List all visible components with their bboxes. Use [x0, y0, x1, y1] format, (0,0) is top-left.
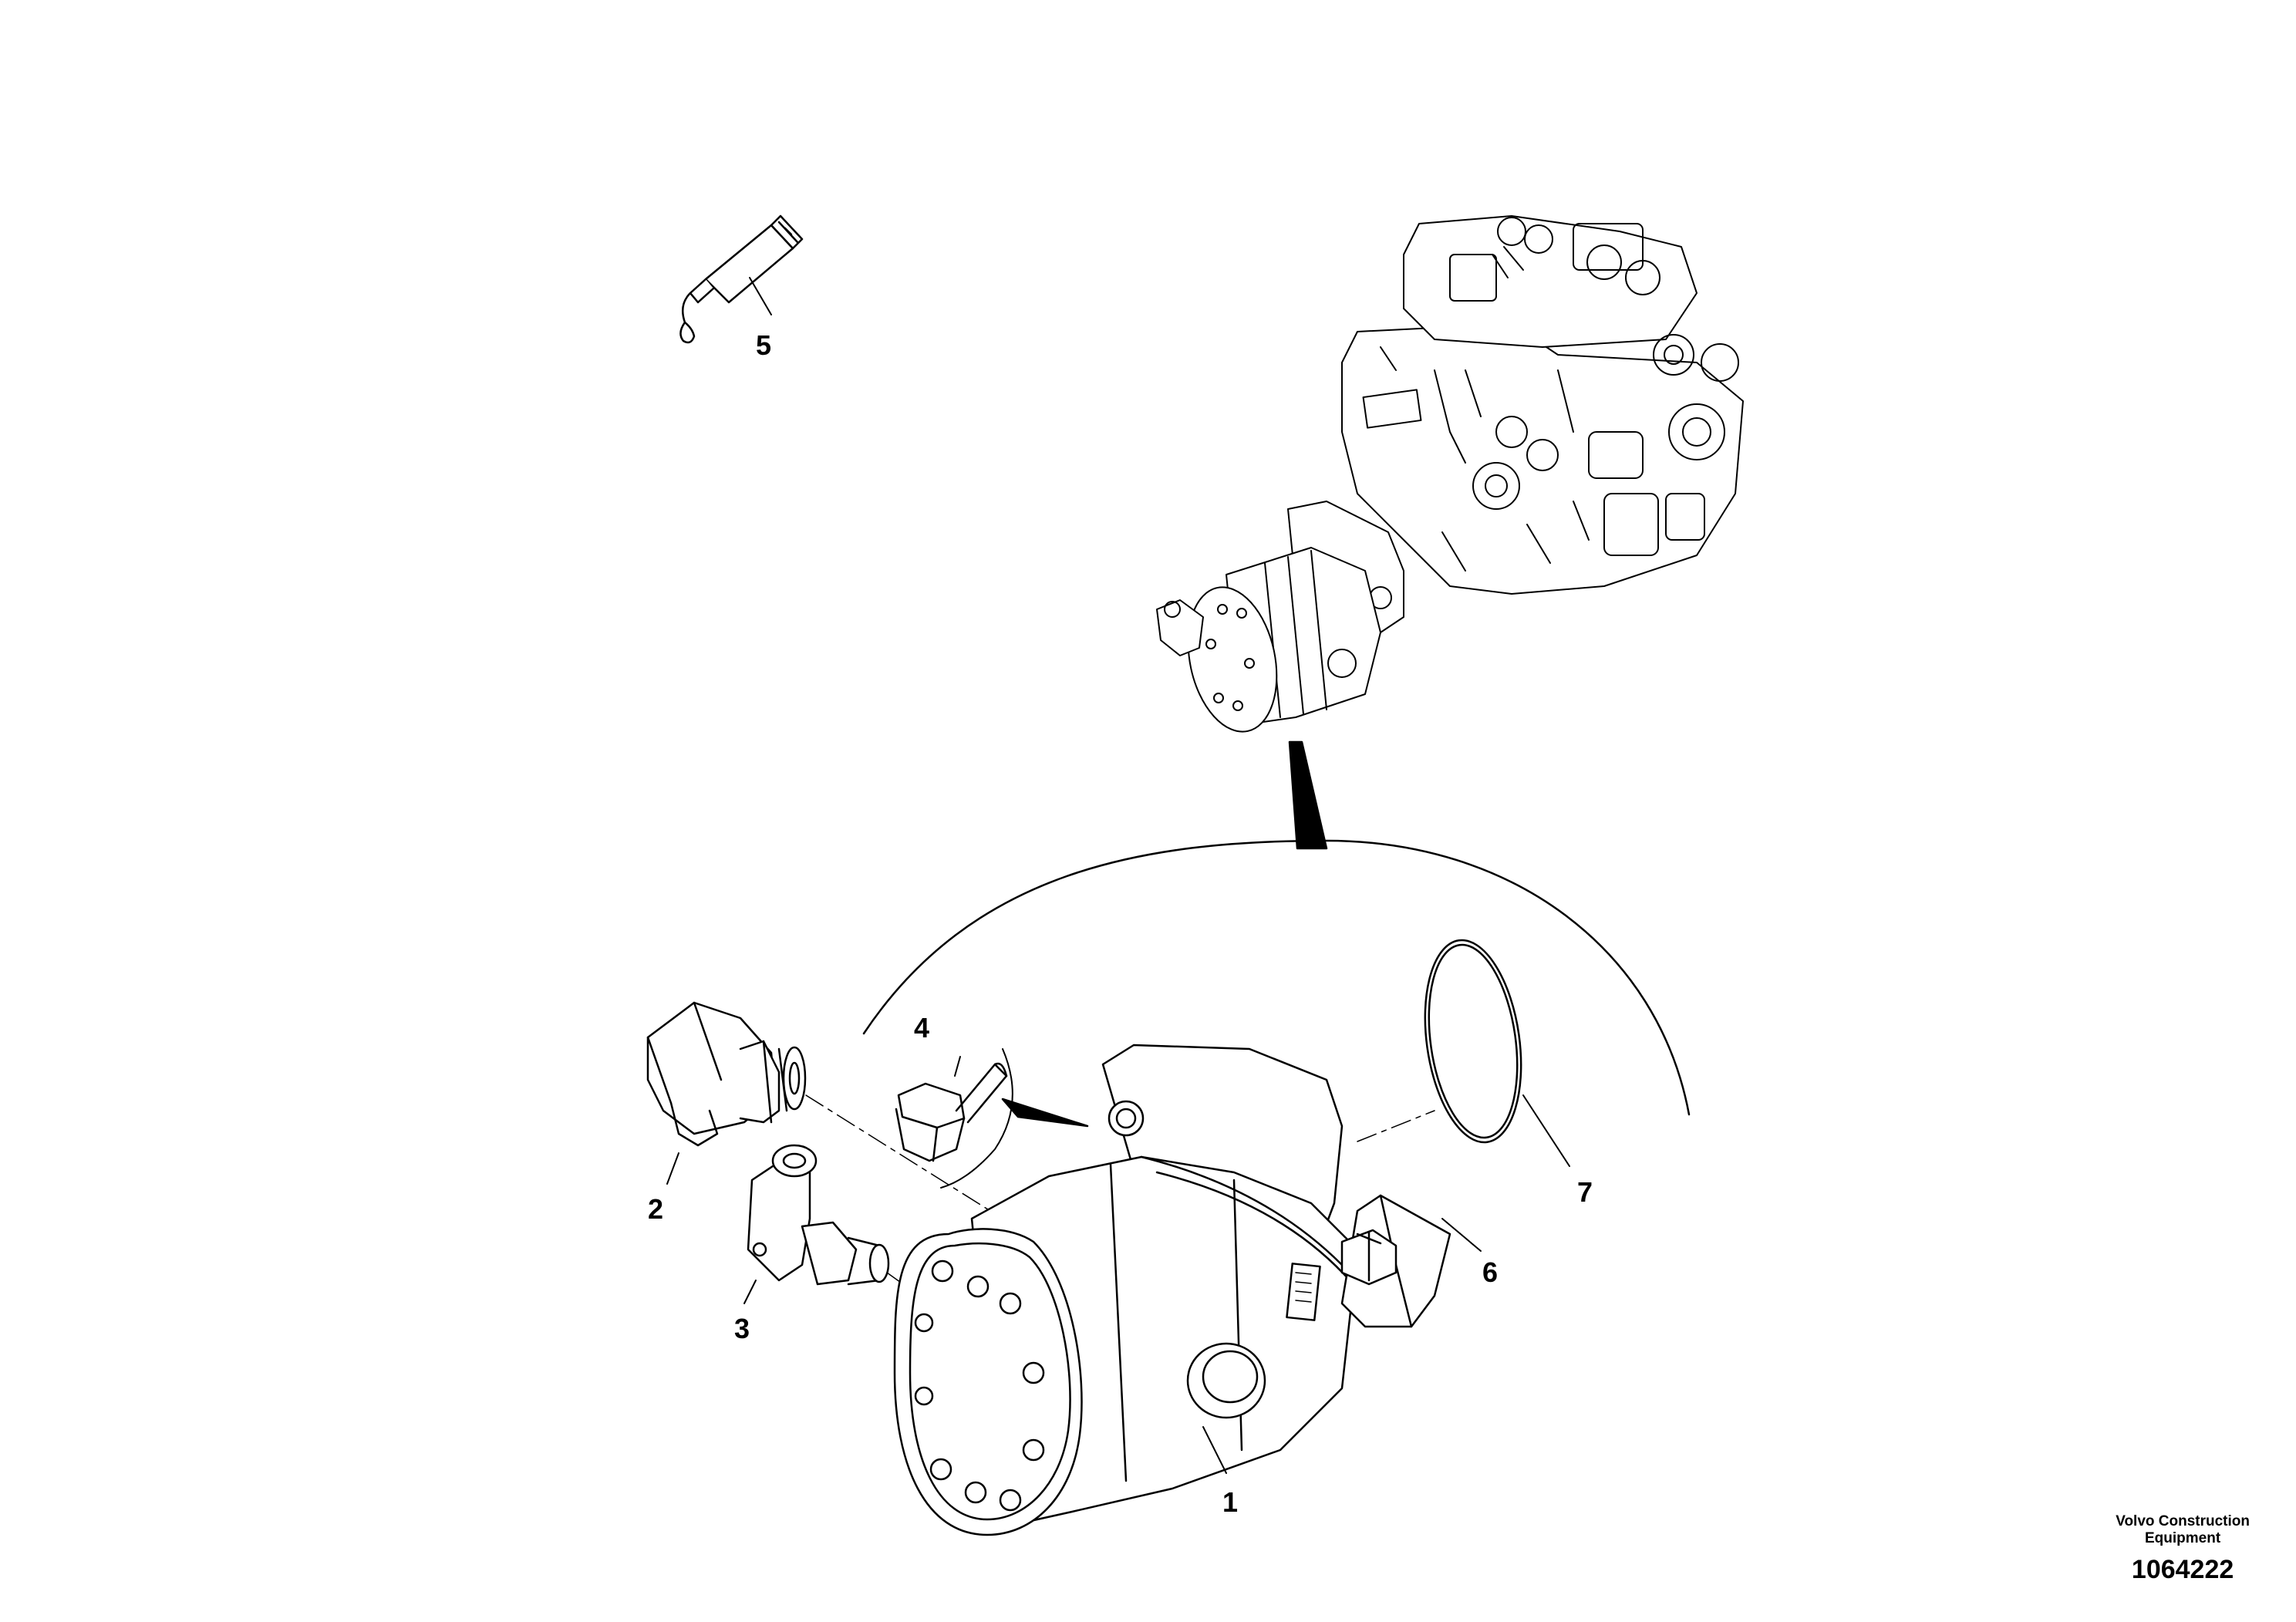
brand-line-2: Equipment	[2145, 1530, 2221, 1546]
detail-pointer	[1288, 740, 1328, 850]
assembly-centerline-7	[1357, 1110, 1435, 1142]
callout-4: 4	[914, 1012, 929, 1044]
flange-bolt-icon	[895, 1048, 1089, 1189]
elbow-fitting-icon-2	[646, 1001, 807, 1185]
o-ring-icon	[1424, 939, 1570, 1167]
callout-6: 6	[1482, 1256, 1498, 1288]
gear-pump-icon	[893, 1044, 1359, 1536]
hydraulic-pump-assembly	[1156, 215, 1744, 733]
callout-5: 5	[756, 329, 771, 361]
drawing-footer: Volvo Construction Equipment 1064222	[2116, 1513, 2250, 1585]
bracket-icon	[1340, 1194, 1482, 1328]
sealant-tube-icon	[679, 214, 804, 344]
callout-3: 3	[734, 1313, 750, 1344]
callout-1: 1	[1222, 1486, 1238, 1518]
drawing-number: 1064222	[2131, 1555, 2234, 1584]
detail-boundary	[862, 839, 1691, 1116]
brand-line-1: Volvo Construction	[2116, 1513, 2250, 1529]
elbow-fitting-icon-3	[743, 1144, 890, 1304]
callout-2: 2	[648, 1193, 663, 1225]
assembly-centerline-2	[805, 1094, 1003, 1219]
callout-7: 7	[1577, 1176, 1593, 1208]
